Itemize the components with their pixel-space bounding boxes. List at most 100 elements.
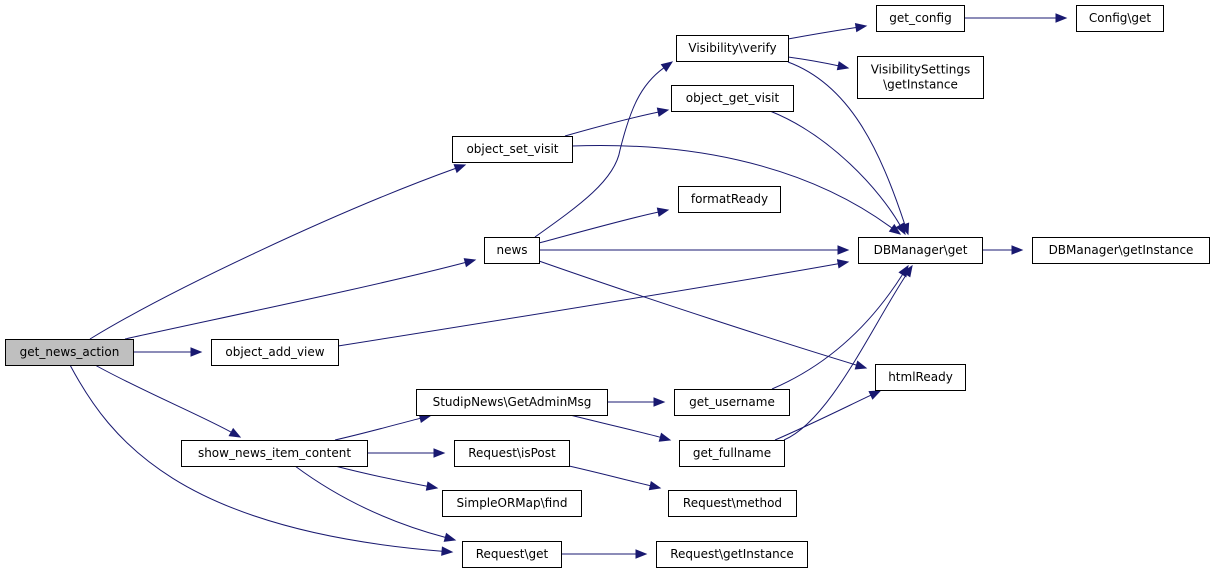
node-label: SimpleORMap\find <box>457 496 568 510</box>
arrowhead-icon <box>660 61 674 72</box>
node-visibility-verify[interactable]: Visibility\verify <box>676 35 789 62</box>
edge-get-config-to-config-get <box>964 13 1068 23</box>
arrowhead-icon <box>836 61 850 71</box>
node-label: DBManager\getInstance <box>1049 243 1194 257</box>
node-htmlready[interactable]: htmlReady <box>875 364 966 391</box>
edge-request-ispost-to-request-method <box>568 465 662 491</box>
arrowhead-icon <box>658 432 672 442</box>
edge-object-get-visit-to-dbmanager-get <box>769 110 906 236</box>
node-box <box>678 186 781 213</box>
node-formatready[interactable]: formatReady <box>678 186 781 213</box>
node-object-set-visit[interactable]: object_set_visit <box>452 136 573 163</box>
arrowhead-icon <box>895 222 906 236</box>
node-box <box>454 440 570 467</box>
edge-line <box>571 145 893 229</box>
arrowhead-icon <box>441 546 454 556</box>
node-box <box>679 440 785 467</box>
node-box <box>211 339 339 366</box>
node-box <box>656 541 808 568</box>
edge-news-to-htmlready <box>538 260 868 370</box>
arrowhead-icon <box>656 207 670 217</box>
arrowhead-icon <box>888 223 902 235</box>
node-object-add-view[interactable]: object_add_view <box>211 339 339 366</box>
edge-line <box>774 394 872 441</box>
node-box <box>5 339 134 366</box>
edge-line <box>569 414 661 438</box>
edge-object-add-view-to-dbmanager-get <box>337 259 850 347</box>
node-label: Request\get <box>476 547 549 561</box>
edge-get-fullname-to-htmlready <box>774 390 882 441</box>
edge-studipnews-getadminmsg-to-get-fullname <box>569 414 672 442</box>
arrowhead-icon <box>228 427 242 438</box>
arrowhead-icon <box>836 259 850 269</box>
node-box <box>462 541 562 568</box>
node-request-ispost[interactable]: Request\isPost <box>454 440 570 467</box>
arrowhead-icon <box>854 360 868 370</box>
node-config-get[interactable]: Config\get <box>1076 5 1164 32</box>
edge-line <box>89 167 456 340</box>
edge-line <box>334 465 428 487</box>
node-get-config[interactable]: get_config <box>876 5 965 32</box>
node-label: StudipNews\GetAdminMsg <box>433 395 592 409</box>
node-visibilitysettings-getinstance[interactable]: VisibilitySettings\getInstance <box>857 56 984 99</box>
node-object-get-visit[interactable]: object_get_visit <box>671 85 794 112</box>
edge-line <box>787 61 906 225</box>
node-news[interactable]: news <box>484 237 540 264</box>
edge-line <box>787 56 839 67</box>
edge-news-to-visibility-verify <box>534 61 674 238</box>
edge-get-fullname-to-dbmanager-get <box>783 264 913 441</box>
arrowhead-icon <box>190 347 203 357</box>
node-request-getinstance[interactable]: Request\getInstance <box>656 541 808 568</box>
node-show-news-item-content[interactable]: show_news_item_content <box>181 440 368 467</box>
node-label: Request\method <box>683 496 782 510</box>
node-box <box>1076 5 1164 32</box>
node-label: \getInstance <box>883 78 958 92</box>
edge-line <box>294 465 446 538</box>
node-studipnews-getadminmsg[interactable]: StudipNews\GetAdminMsg <box>416 389 608 416</box>
arrowhead-icon <box>1011 245 1024 255</box>
edge-line <box>334 417 421 441</box>
node-label: get_fullname <box>693 446 771 460</box>
node-box <box>676 35 789 62</box>
node-get-username[interactable]: get_username <box>674 389 790 416</box>
edge-line <box>337 263 839 347</box>
node-label: Visibility\verify <box>688 41 776 55</box>
node-box <box>858 237 983 264</box>
node-request-method[interactable]: Request\method <box>668 490 797 517</box>
node-label: htmlReady <box>888 370 953 384</box>
node-get-fullname[interactable]: get_fullname <box>679 440 785 467</box>
edge-news-to-formatready <box>538 207 670 244</box>
node-box <box>876 5 965 32</box>
edge-get-news-action-to-object-add-view <box>133 347 203 357</box>
node-label: get_config <box>889 11 951 25</box>
edges-layer <box>69 13 1068 559</box>
node-request-get[interactable]: Request\get <box>462 541 562 568</box>
node-simpleormap-find[interactable]: SimpleORMap\find <box>442 490 582 517</box>
node-label: formatReady <box>691 192 768 206</box>
edge-line <box>783 274 907 441</box>
edge-studipnews-getadminmsg-to-get-username <box>607 397 666 407</box>
edge-line <box>94 364 232 433</box>
node-dbmanager-getinstance[interactable]: DBManager\getInstance <box>1032 237 1210 264</box>
node-box <box>442 490 582 517</box>
node-label: Config\get <box>1089 11 1152 25</box>
arrowhead-icon <box>443 532 457 542</box>
node-box <box>452 136 573 163</box>
edge-get-news-action-to-request-get <box>69 364 454 556</box>
edge-request-get-to-request-getinstance <box>561 549 648 559</box>
node-label: Request\isPost <box>468 446 556 460</box>
node-box <box>1032 237 1210 264</box>
edge-object-set-visit-to-object-get-visit <box>564 107 670 137</box>
node-get-news-action[interactable]: get_news_action <box>5 339 134 366</box>
arrowhead-icon <box>433 448 446 458</box>
node-label: object_get_visit <box>686 91 780 105</box>
edge-show-news-item-content-to-studipnews-getadminmsg <box>334 413 432 441</box>
edge-line <box>124 262 466 340</box>
node-label: show_news_item_content <box>198 446 351 460</box>
node-dbmanager-get[interactable]: DBManager\get <box>858 237 983 264</box>
arrowhead-icon <box>463 258 477 268</box>
node-box <box>671 85 794 112</box>
edge-line <box>538 211 659 244</box>
node-label: object_set_visit <box>466 142 558 156</box>
